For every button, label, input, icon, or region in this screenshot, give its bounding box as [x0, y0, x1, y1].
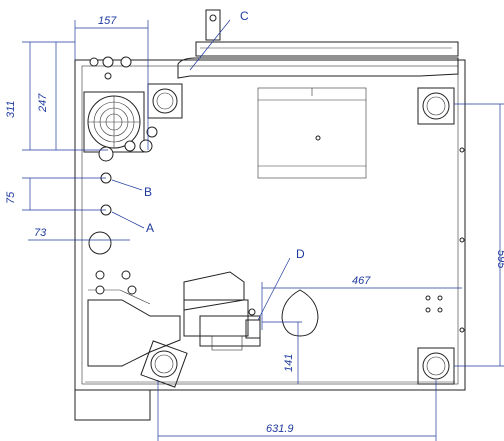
- dim-311: 311: [5, 41, 108, 151]
- mount-bottom-left: [140, 340, 188, 388]
- panel-outline: [74, 9, 466, 421]
- dim-73-text: 73: [34, 227, 47, 239]
- dim-141-text: 141: [283, 354, 295, 372]
- dim-595-text: 595: [495, 250, 504, 269]
- dim-631-text: 631.9: [266, 423, 294, 435]
- component-d: [183, 271, 261, 351]
- dim-73: 73: [28, 227, 130, 241]
- label-d: D: [296, 247, 305, 261]
- callout-b: B: [111, 179, 152, 199]
- dim-311-text: 311: [5, 100, 17, 118]
- drop-cutout: [281, 289, 319, 337]
- mount-top-center: [147, 83, 183, 119]
- dim-75-text: 75: [5, 191, 17, 204]
- lower-left-duct: [87, 285, 181, 367]
- callout-c: C: [189, 9, 249, 71]
- dim-631: 631.9: [157, 380, 437, 441]
- dim-157-text: 157: [98, 15, 117, 27]
- label-c: C: [240, 9, 249, 23]
- label-b: B: [144, 185, 152, 199]
- callout-a: A: [111, 211, 154, 235]
- dim-247-text: 247: [37, 93, 49, 113]
- dim-157: 157: [74, 15, 149, 150]
- right-holes: [425, 147, 465, 333]
- top-left-holes: [88, 56, 158, 280]
- center-panel: [257, 87, 367, 179]
- callout-d: D: [257, 247, 305, 321]
- dim-75: 75: [5, 177, 106, 211]
- dim-595: 595: [454, 103, 504, 367]
- mount-top-right: [417, 87, 455, 125]
- label-a: A: [146, 221, 154, 235]
- mount-bottom-right: [417, 347, 455, 385]
- dim-247: 247: [37, 42, 57, 150]
- fan-grille: [83, 91, 145, 153]
- dim-141: 141: [262, 321, 302, 384]
- dim-467-text: 467: [352, 275, 371, 287]
